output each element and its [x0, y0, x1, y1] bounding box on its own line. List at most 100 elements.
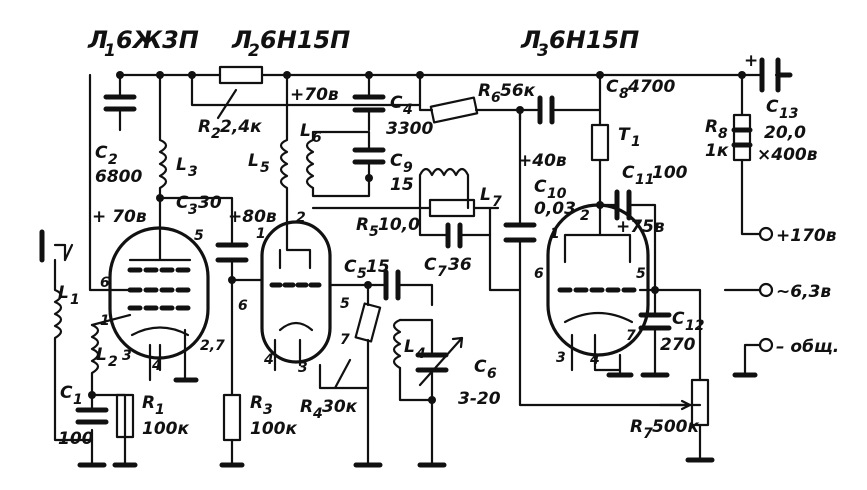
- c10-plates: [503, 222, 537, 243]
- svg-text:L: L: [404, 337, 415, 357]
- l7-to-grid: [488, 233, 522, 292]
- label-r7: R 7 500к: [630, 417, 699, 442]
- terminal-170v: [758, 226, 774, 242]
- svg-text:T: T: [618, 125, 631, 145]
- tube-l1-pin-wires: [148, 343, 162, 382]
- svg-text:0,03: 0,03: [534, 199, 576, 219]
- svg-text:5: 5: [194, 228, 204, 244]
- c12-wires: [638, 288, 702, 382]
- svg-text:7: 7: [492, 194, 502, 210]
- svg-text:2: 2: [296, 210, 306, 226]
- c13-plates: [759, 57, 793, 93]
- voltage-l3-plate: +75в: [616, 217, 665, 237]
- label-r8: R 8 1к: [705, 117, 729, 161]
- label-c5: C 5 15: [344, 257, 390, 282]
- svg-text:L: L: [96, 345, 107, 365]
- svg-text:C: C: [474, 357, 487, 377]
- r5-network-wires: [311, 206, 500, 237]
- svg-text:4: 4: [312, 406, 323, 422]
- svg-text:5: 5: [357, 266, 367, 282]
- c7-plates: [445, 222, 463, 249]
- svg-text:×400в: ×400в: [757, 145, 818, 165]
- svg-text:6: 6: [238, 298, 248, 314]
- svg-text:6800: 6800: [95, 167, 142, 187]
- svg-text:C: C: [95, 143, 108, 163]
- tube-l2-anodes: [278, 220, 312, 270]
- tube-l3-cathode: [563, 312, 634, 324]
- svg-text:C: C: [606, 77, 619, 97]
- svg-text:56к: 56к: [500, 81, 536, 101]
- svg-text:4: 4: [151, 358, 162, 374]
- r4-resistor: [354, 302, 382, 343]
- svg-text:100к: 100к: [250, 419, 297, 439]
- l7-coil: [418, 167, 470, 210]
- tube-title-l3: Л 3 6Н15П: [520, 26, 639, 61]
- l4-c6-wires: [398, 318, 434, 467]
- c1-plates-ground: [75, 407, 138, 468]
- svg-text:9: 9: [403, 160, 413, 176]
- svg-text:5: 5: [340, 296, 350, 312]
- l1-title-sub: 1: [104, 41, 116, 61]
- r8-bands: [731, 127, 753, 148]
- label-r6: R 6 56к: [478, 81, 536, 106]
- r4-leader: [318, 358, 370, 390]
- r5-resistor: [428, 198, 476, 218]
- svg-text:100: 100: [652, 163, 688, 183]
- svg-text:15: 15: [366, 257, 390, 277]
- svg-text:6: 6: [534, 266, 544, 282]
- label-l3: L 3: [176, 155, 198, 180]
- svg-text:11: 11: [635, 172, 654, 188]
- label-c10: C 10 0,03: [534, 177, 576, 219]
- antenna: [53, 243, 74, 262]
- pins-l1: 5 6 1 3 4 2,7: [100, 228, 225, 374]
- tube-l3-pin-wires: [570, 333, 622, 377]
- svg-text:6: 6: [100, 275, 110, 291]
- l3-title-sub: 3: [537, 41, 549, 61]
- svg-text:8: 8: [718, 126, 728, 142]
- svg-text:L: L: [480, 185, 491, 205]
- c5-wires: [373, 283, 434, 307]
- tube-title-l2: Л 2 6Н15П: [231, 26, 350, 61]
- svg-text:L: L: [300, 121, 311, 141]
- r8-resistor: [732, 113, 752, 162]
- l2-coil: [90, 323, 100, 410]
- svg-text:8: 8: [619, 86, 629, 102]
- svg-text:C: C: [390, 151, 403, 171]
- svg-text:10: 10: [547, 186, 567, 202]
- svg-text:L: L: [176, 155, 187, 175]
- svg-text:2: 2: [108, 354, 118, 370]
- svg-text:L: L: [58, 283, 69, 303]
- svg-text:C: C: [534, 177, 547, 197]
- l1-coil: [53, 258, 94, 442]
- l3-title-type: 6Н15П: [549, 26, 639, 54]
- l2-to-grid: [90, 313, 132, 327]
- label-r4: R 4 30к: [300, 397, 358, 422]
- l6-coil: [305, 138, 315, 190]
- label-l4: L 4: [404, 337, 426, 362]
- label-l5: L 5: [248, 151, 270, 176]
- label-l7: L 7: [480, 185, 502, 210]
- svg-text:C: C: [176, 193, 189, 213]
- svg-text:4: 4: [263, 352, 274, 368]
- svg-text:100: 100: [58, 429, 94, 449]
- c6-trimmer-arrow: [418, 336, 464, 387]
- tube-l2-cathode: [278, 321, 314, 332]
- svg-text:3: 3: [263, 402, 273, 418]
- terminal-170v-label: +170в: [776, 226, 837, 246]
- r7-wires: [658, 399, 702, 462]
- l2-title-type: 6Н15П: [260, 26, 350, 54]
- c2-plates: [103, 94, 137, 112]
- c9-plates: [352, 147, 386, 165]
- label-c9: C 9 15: [390, 151, 414, 195]
- svg-text:7: 7: [340, 332, 350, 348]
- label-l2: L 2: [96, 345, 118, 370]
- svg-text:7: 7: [437, 264, 447, 280]
- label-r1: R 1 100к: [142, 393, 189, 439]
- svg-text:C: C: [622, 163, 635, 183]
- svg-text:L: L: [248, 151, 259, 171]
- svg-text:2: 2: [108, 152, 118, 168]
- svg-text:2,7: 2,7: [200, 338, 225, 354]
- svg-text:6: 6: [312, 130, 322, 146]
- svg-text:R: R: [356, 215, 369, 235]
- svg-text:1: 1: [256, 226, 266, 242]
